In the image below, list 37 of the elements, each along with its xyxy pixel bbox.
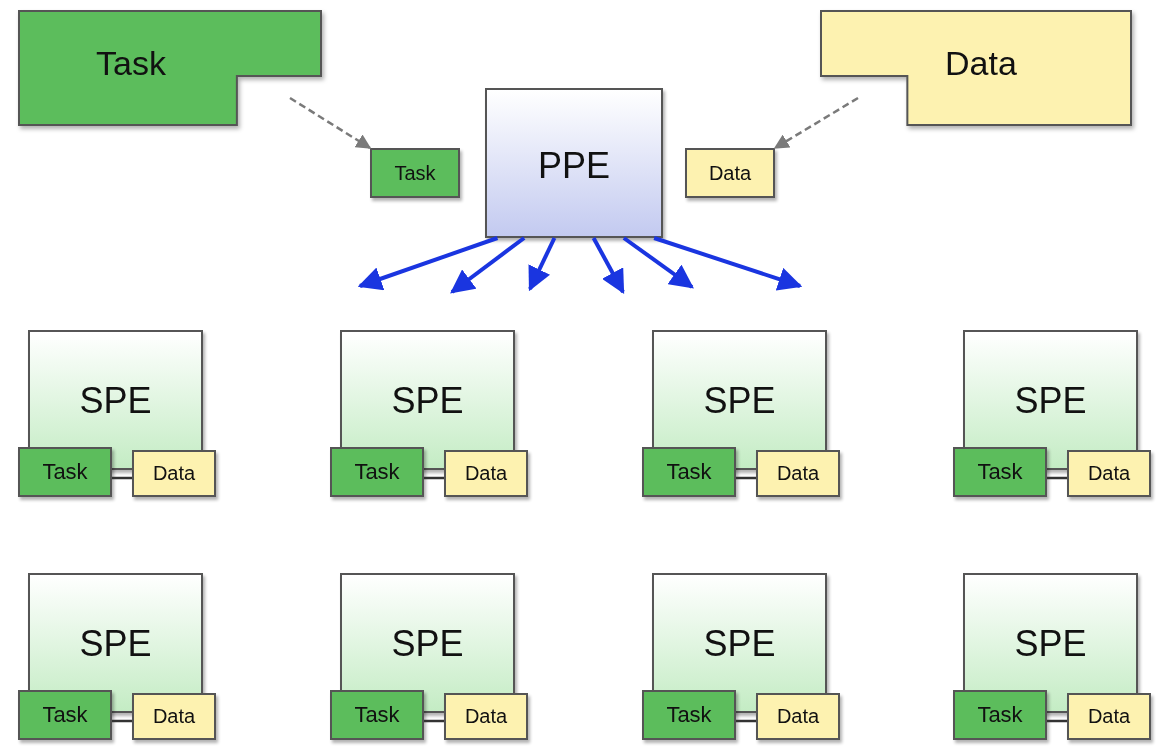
- arrow: [591, 237, 625, 295]
- task-box: Task: [953, 447, 1047, 497]
- connector-line: [736, 719, 756, 723]
- arrow: [357, 236, 499, 291]
- task-box: Task: [370, 148, 460, 198]
- data-box: Data: [132, 450, 216, 497]
- connector-line: [424, 476, 444, 480]
- connector-line: [736, 476, 756, 480]
- data-box: Data: [685, 148, 775, 198]
- data-box: Data: [756, 693, 840, 740]
- arrow: [528, 237, 557, 292]
- task-box: Task: [18, 447, 112, 497]
- task-box: Task: [330, 690, 424, 740]
- connector-line: [112, 719, 132, 723]
- task-box: Task: [18, 690, 112, 740]
- ppe-box: PPE: [485, 88, 663, 238]
- task-box: Task: [642, 447, 736, 497]
- data-box: Data: [1067, 693, 1151, 740]
- task-block: Task: [18, 10, 322, 126]
- data-box: Data: [1067, 450, 1151, 497]
- data-box: Data: [444, 450, 528, 497]
- arrow: [622, 236, 694, 289]
- arrow: [773, 96, 859, 150]
- arrow: [653, 236, 803, 291]
- task-box: Task: [642, 690, 736, 740]
- arrow: [289, 96, 372, 150]
- connector-line: [112, 476, 132, 480]
- data-box: Data: [132, 693, 216, 740]
- data-box: Data: [756, 450, 840, 497]
- connector-line: [1047, 719, 1067, 723]
- task-box: Task: [953, 690, 1047, 740]
- data-box: Data: [444, 693, 528, 740]
- task-box: Task: [330, 447, 424, 497]
- connector-line: [1047, 476, 1067, 480]
- data-block: Data: [820, 10, 1132, 126]
- connector-line: [424, 719, 444, 723]
- arrow: [450, 236, 526, 294]
